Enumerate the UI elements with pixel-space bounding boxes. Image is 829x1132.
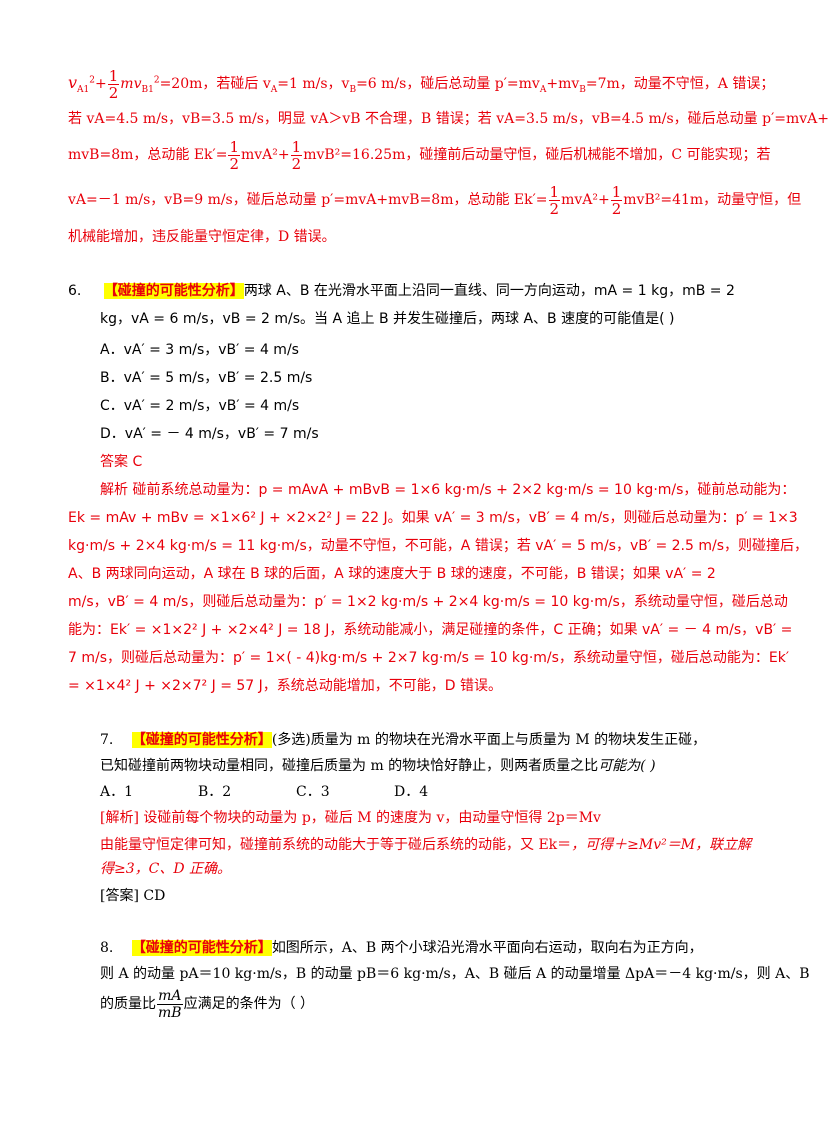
q6-number: 6. — [68, 283, 82, 299]
q6-answer: 答案 C — [100, 454, 143, 470]
q6-analysis-line-1: 解析 碰前系统总动量为：p = mAvA + mBvB = 1×6 kg·m/s… — [100, 482, 796, 498]
q8-stem-line-2: 则 A 的动量 pA＝10 kg·m/s，B 的动量 pB＝6 kg·m/s，A… — [100, 966, 810, 982]
q7-answer: [答案] CD — [100, 888, 166, 904]
q7-analysis-line-1: [解析] 设碰前每个物块的动量为 p，碰后 M 的速度为 v，由动量守恒得 2p… — [100, 810, 601, 826]
q6-analysis-line-3: kg·m/s + 2×4 kg·m/s = 11 kg·m/s，动量不守恒，不可… — [68, 538, 809, 554]
q6-analysis-line-6: 能为：Ek′ = ×1×2² J + ×2×4² J = 18 J，系统动能减小… — [68, 622, 793, 638]
q7-stem-line-1: 7. 【碰撞的可能性分析】(多选)质量为 m 的物块在光滑水平面上与质量为 M … — [100, 732, 707, 748]
q8-topic-tag: 【碰撞的可能性分析】 — [131, 940, 272, 956]
q5-analysis-line-5: 机械能增加，违反能量守恒定律，D 错误。 — [68, 229, 336, 245]
q6-analysis-line-2: Ek = mAv + mBv = ×1×6² J + ×2×2² J = 22 … — [68, 510, 798, 526]
q6-stem-line-1: 6. 【碰撞的可能性分析】两球 A、B 在光滑水平面上沿同一直线、同一方向运动，… — [68, 283, 735, 299]
q5-analysis-line-4: vA=－1 m/s，vB=9 m/s，碰后总动量 p′=mvA+mvB=8m，总… — [68, 182, 802, 218]
q7-number: 7. — [100, 732, 114, 748]
q8-stem-line-1: 8. 【碰撞的可能性分析】如图所示，A、B 两个小球沿光滑水平面向右运动，取向右… — [100, 940, 703, 956]
q6-option-c: C．vA′ = 2 m/s，vB′ = 4 m/s — [100, 398, 300, 414]
q6-analysis-line-5: m/s，vB′ = 4 m/s，则碰后总动量为：p′ = 1×2 kg·m/s … — [68, 594, 788, 610]
q7-topic-tag: 【碰撞的可能性分析】 — [131, 732, 272, 748]
q5-analysis-line-2: 若 vA=4.5 m/s，vB=3.5 m/s，明显 vA＞vB 不合理，B 错… — [68, 111, 829, 127]
q8-number: 8. — [100, 940, 114, 956]
q6-option-b: B．vA′ = 5 m/s，vB′ = 2.5 m/s — [100, 370, 313, 386]
q6-analysis-line-7: 7 m/s，则碰后总动量为：p′ = 1×( - 4)kg·m/s + 2×7 … — [68, 650, 790, 666]
q7-stem-line-2: 已知碰撞前两物块动量相同，碰撞后质量为 m 的物块恰好静止，则两者质量之比可能为… — [100, 758, 656, 774]
q7-option-d: D．4 — [394, 784, 429, 800]
q6-topic-tag: 【碰撞的可能性分析】 — [103, 283, 244, 299]
q6-option-d: D．vA′ = － 4 m/s，vB′ = 7 m/s — [100, 426, 319, 442]
q7-analysis-line-3: 得≥3，C、D 正确。 — [100, 861, 232, 877]
q7-option-c: C．3 — [296, 784, 330, 800]
q6-stem-line-2: kg，vA = 6 m/s，vB = 2 m/s。当 A 追上 B 并发生碰撞后… — [100, 311, 675, 327]
q6-analysis-line-4: A、B 两球同向运动，A 球在 B 球的后面，A 球的速度大于 B 球的速度，不… — [68, 566, 716, 582]
q6-option-a: A．vA′ = 3 m/s，vB′ = 4 m/s — [100, 342, 299, 358]
q7-option-b: B．2 — [198, 784, 232, 800]
q7-option-a: A．1 — [100, 784, 134, 800]
q6-analysis-line-8: = ×1×4² J + ×2×7² J = 57 J，系统总动能增加，不可能，D… — [68, 678, 502, 694]
q7-analysis-line-2: 由能量守恒定律可知，碰撞前系统的动能大于等于碰后系统的动能，又 Ek＝，可得＋≥… — [100, 837, 752, 853]
